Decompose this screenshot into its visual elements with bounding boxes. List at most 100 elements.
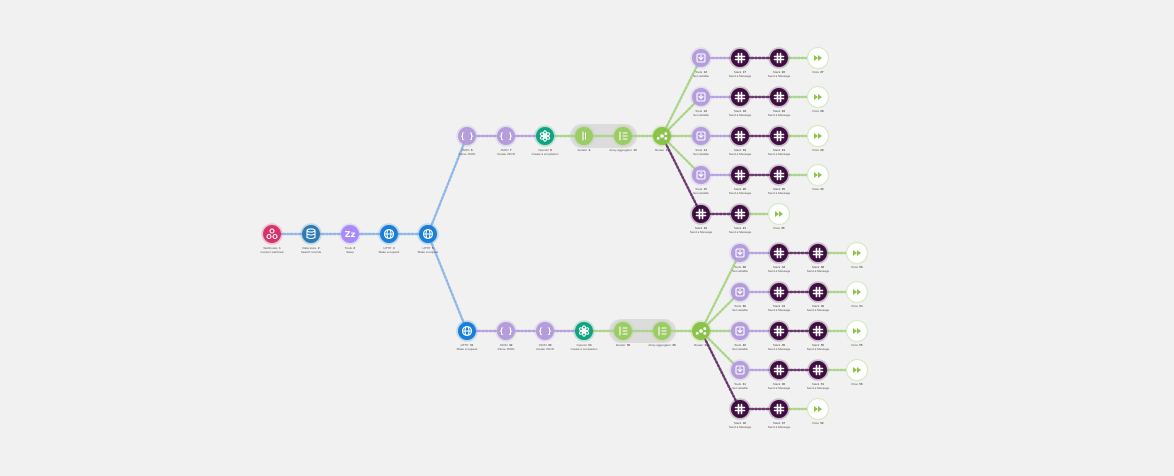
module-action: Create JSON (497, 152, 515, 156)
slack-icon (812, 325, 824, 337)
module-action: Send a Message (768, 152, 791, 156)
slack-icon (773, 325, 785, 337)
module-action: Send a Message (807, 386, 830, 390)
globe-icon (383, 228, 395, 240)
router-icon (656, 132, 668, 140)
download-icon (696, 53, 706, 63)
json-icon: { } (538, 327, 552, 336)
fast-forward-icon (814, 55, 822, 61)
module-action: Send a Message (729, 113, 752, 117)
module-circle (770, 244, 788, 262)
fast-forward-icon (853, 250, 861, 256)
svg-text:{ }: { } (538, 327, 552, 336)
slack-icon (773, 247, 785, 259)
aggregator-icon (619, 326, 628, 336)
module-action: Create JSON (536, 347, 554, 351)
module-action: Send a Message (768, 308, 791, 312)
sleep-icon: Zz (345, 230, 356, 239)
module-action: Set variable (732, 308, 748, 312)
module-action: Send a Message (768, 269, 791, 273)
module-circle (731, 49, 749, 67)
download-icon (735, 326, 745, 336)
slack-icon (812, 364, 824, 376)
fast-forward-icon (814, 133, 822, 139)
slack-icon (734, 91, 746, 103)
module-action: Set variable (693, 74, 709, 78)
slack-icon (812, 247, 824, 259)
json-icon: { } (499, 327, 513, 336)
slack-icon (734, 169, 746, 181)
module-circle (770, 49, 788, 67)
module-action: Create a completion (532, 152, 559, 156)
module-circle (497, 127, 515, 145)
